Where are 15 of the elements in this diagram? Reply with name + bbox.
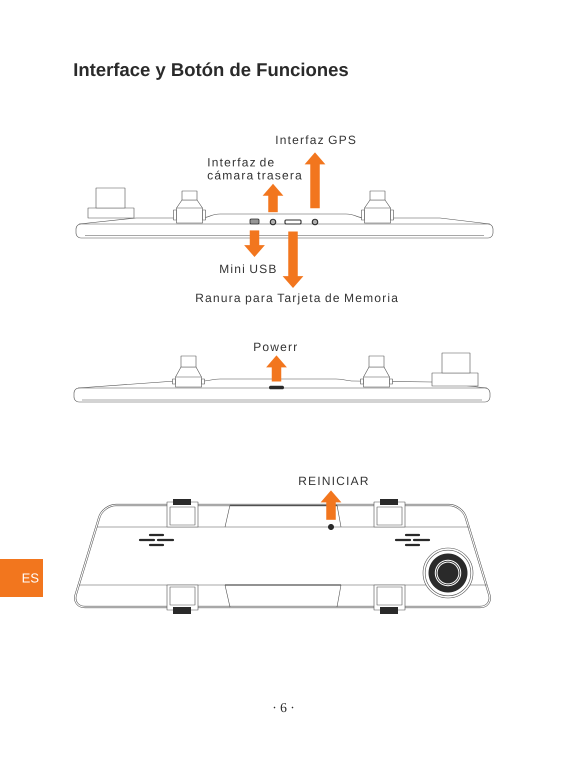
callout-label: Mini USB (220, 264, 276, 274)
usb-port (250, 218, 260, 224)
card-slot (284, 219, 302, 225)
callout-label: Interfaz GPS (276, 135, 356, 144)
callout-label: Interfaz de cámara trasera (208, 158, 302, 180)
page-number: · 6 · (274, 703, 294, 712)
page-title: Interface y Botón de Funciones (74, 62, 348, 80)
gps-port (312, 218, 318, 226)
callout-label: Ranura para Tarjeta de Memoria (196, 293, 398, 304)
callout-label: REINICIAR (299, 476, 368, 486)
callout-label: Powerr (254, 342, 297, 352)
camera-port (270, 218, 276, 226)
reset-hole (328, 524, 334, 530)
language-tab: ES (0, 559, 43, 597)
power-button (269, 386, 284, 390)
